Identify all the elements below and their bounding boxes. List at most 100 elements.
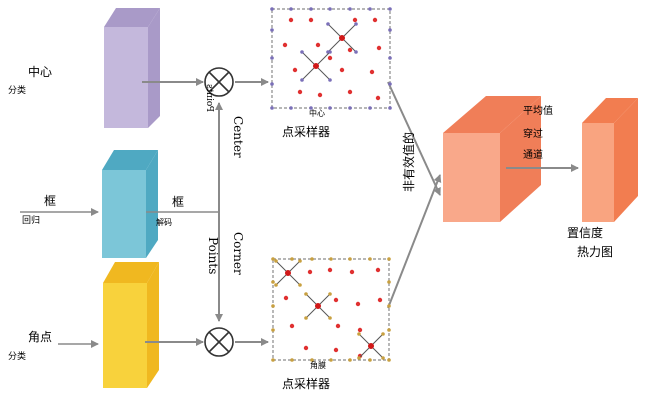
selected-center (313, 63, 319, 69)
sampled-neighbor (381, 332, 385, 336)
grid-edge-point (388, 28, 392, 32)
grid-edge-point (271, 280, 275, 284)
sampled-neighbor (357, 332, 361, 336)
grid-edge-point (368, 257, 372, 261)
corner-classification-label: 角点 (28, 330, 53, 344)
grid-edge-point (387, 280, 391, 284)
grid-edge-point (388, 56, 392, 60)
sampling-link (327, 23, 343, 39)
sampling-link (301, 65, 317, 81)
sample-point (357, 327, 363, 333)
grid-edge-point (387, 304, 391, 308)
grid-edge-point (329, 358, 333, 362)
selected-center (339, 35, 345, 41)
sample-point (315, 42, 321, 48)
sampled-neighbor (304, 292, 308, 296)
sampled-neighbor (328, 316, 332, 320)
grid-edge-point (388, 106, 392, 110)
grid-edge-point (271, 304, 275, 308)
center-heatmap-block (104, 8, 160, 128)
sampled-neighbor (328, 50, 332, 54)
sample-point (335, 323, 341, 329)
sample-point (283, 295, 289, 301)
invalid-values-label: 非有效值的 (402, 131, 416, 192)
sample-point (333, 297, 339, 303)
sample-point (375, 267, 381, 273)
box-decode-sublabel: 解码 (156, 218, 172, 227)
grid-edge-point (329, 257, 333, 261)
center-classification-sublabel: 分类 (8, 86, 27, 96)
sample-point (355, 301, 361, 307)
sample-point (369, 69, 375, 75)
sampled-neighbor (357, 356, 361, 360)
sampled-neighbor (300, 50, 304, 54)
sampled-neighbor (304, 316, 308, 320)
sampled-neighbor (354, 22, 358, 26)
average-label: 平均值 (523, 106, 553, 117)
sampled-neighbor (326, 22, 330, 26)
grid-edge-point (368, 358, 372, 362)
grid-edge-point (289, 106, 293, 110)
sampling-link (341, 23, 357, 39)
multiply-operator-top (204, 67, 234, 97)
confidence-heatmap-block (582, 98, 638, 222)
grid-edge-point (271, 358, 275, 362)
corner-point-sampler-grid (271, 257, 391, 362)
selected-corner (315, 303, 321, 309)
grid-edge-point (270, 56, 274, 60)
corner-classification-sublabel: 分类 (8, 352, 27, 362)
grid-edge-point (309, 106, 313, 110)
sample-point (288, 17, 294, 23)
grid-edge-point (348, 358, 352, 362)
sampled-neighbor (274, 259, 278, 263)
box-regression-label: 框 (44, 194, 57, 208)
center-points-label: Center (231, 116, 245, 158)
sampled-neighbor (328, 78, 332, 82)
grid-edge-point (348, 106, 352, 110)
sampling-link (315, 65, 331, 81)
sample-point (327, 267, 333, 273)
box-regression-sublabel: 回归 (22, 216, 41, 226)
grid-edge-point (270, 82, 274, 86)
grid-edge-point (368, 7, 372, 11)
heatmap-label: 热力图 (577, 245, 614, 259)
sample-point (347, 89, 353, 95)
grid-edge-point (388, 82, 392, 86)
grid-edge-point (387, 358, 391, 362)
sample-point (297, 89, 303, 95)
grid-edge-point (348, 257, 352, 261)
sample-point (375, 95, 381, 101)
sampling-link (315, 51, 331, 67)
sample-point (347, 47, 353, 53)
selected-corner (285, 270, 291, 276)
box-decode-label: 框 (172, 195, 185, 209)
sampling-link (327, 37, 343, 53)
multiply-operator-bottom (204, 327, 234, 357)
corner-points-label-tail: Points (206, 237, 220, 275)
grid-edge-point (348, 7, 352, 11)
grid-edge-point (328, 7, 332, 11)
sample-point (317, 92, 323, 98)
corner-heatmap-block (103, 262, 159, 388)
grid-edge-point (387, 328, 391, 332)
sample-point (372, 17, 378, 23)
sample-point (376, 45, 382, 51)
sampled-neighbor (300, 78, 304, 82)
sample-point (307, 269, 313, 275)
corner-points-label: Corner (231, 232, 245, 275)
sample-point (339, 67, 345, 73)
corner-point-sampler-label: 点采样器 (282, 377, 331, 391)
center-point-sampler-label: 点采样器 (282, 125, 331, 139)
center-point-sampler-grid (270, 7, 392, 110)
selected-corner (368, 343, 374, 349)
sampling-link (301, 51, 317, 67)
grid-edge-point (290, 257, 294, 261)
sample-point (303, 345, 309, 351)
grid-edge-point (310, 257, 314, 261)
sample-point (352, 17, 358, 23)
box-regression-block (102, 150, 158, 258)
grid-edge-point (368, 106, 372, 110)
grid-edge-point (270, 7, 274, 11)
